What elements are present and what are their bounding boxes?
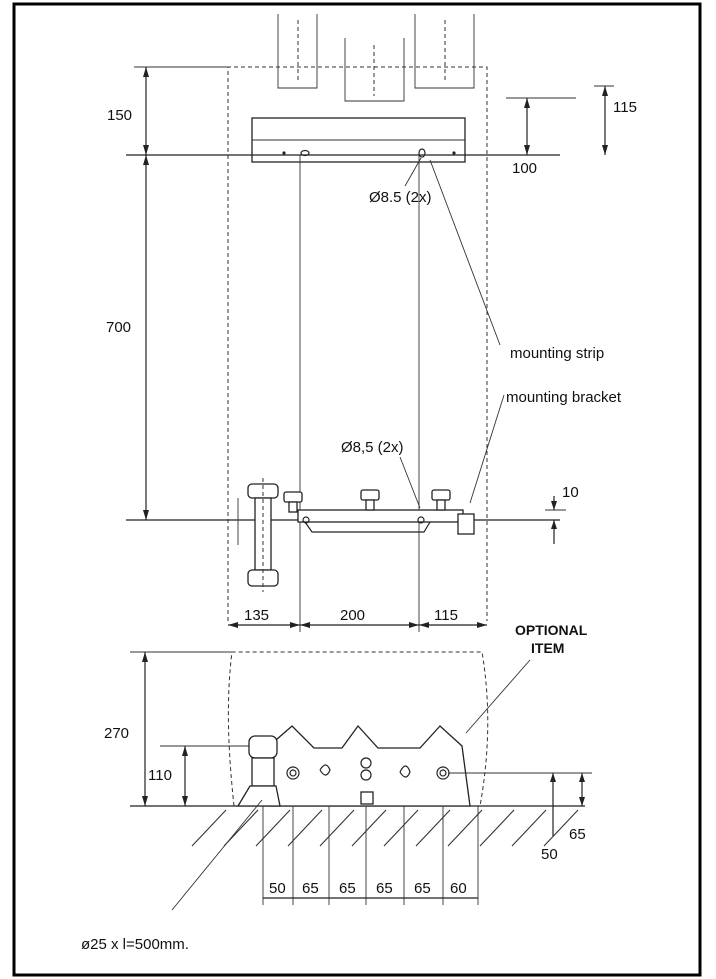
dim-b4: 65 [376,880,393,897]
dim-strip-to-hole: 100 [512,160,537,177]
dim-strip-offset: 115 [613,99,637,116]
dim-h-mid: 200 [340,607,365,624]
top-stub-left [277,14,318,89]
dim-b1: 50 [269,880,286,897]
valve-nut [283,491,303,503]
top-stub-right [414,14,475,89]
valve-nut [431,489,451,501]
profile-fitting [286,766,300,780]
dim-depth: 270 [104,725,129,742]
label-optional-2: ITEM [531,640,564,656]
leader-pipe-note [171,799,263,911]
label-pipe-note: ø25 x l=500mm. [81,936,189,953]
label-strip-hole: Ø8.5 (2x) [369,189,432,206]
profile-nut [360,791,374,805]
page-border [12,2,702,977]
valve-stem [365,499,375,511]
leader-mounting-bracket [469,394,505,504]
wall-hatching [191,809,579,847]
valve-stem [288,501,298,513]
leader-bracket-hole [399,456,421,509]
dim-h-left: 135 [244,607,269,624]
dim-top-clearance: 150 [107,107,132,124]
dim-vertical-spacing: 700 [106,319,131,336]
profile-fitting [360,757,372,769]
top-stub-middle [344,38,405,102]
bottom-dim-extensions [262,806,479,905]
bracket-hole-left [302,516,310,524]
side-pipe-cap [248,735,278,759]
profile-slot [319,764,331,776]
dim-right-65: 65 [569,826,586,843]
leader-optional-item [465,659,531,734]
appliance-depth-outline [227,651,489,807]
dim-bracket-offset: 10 [562,484,579,501]
dim-b5: 65 [414,880,431,897]
dim-h-right: 115 [434,607,458,624]
dim-b6: 60 [450,880,467,897]
bracket-lower-edge [304,521,431,533]
strip-dot [282,151,286,155]
side-pipe-base [236,785,281,807]
bracket-profile [267,724,471,807]
leader-mounting-strip [429,159,501,346]
appliance-outline [227,66,488,621]
profile-slot [399,765,411,778]
label-optional-1: OPTIONAL [515,622,588,638]
dim-pipe-height: 110 [148,767,172,784]
mounting-bracket [297,509,464,523]
strip-dot [452,151,456,155]
label-mounting-strip: mounting strip [510,345,604,362]
label-mounting-bracket: mounting bracket [506,389,622,406]
valve-stem [436,499,446,511]
label-bracket-hole: Ø8,5 (2x) [341,439,404,456]
optional-clip [457,513,475,535]
leader-strip-hole [404,157,422,187]
strip-hole-right [418,148,426,158]
dim-b2: 65 [302,880,319,897]
dim-b3: 65 [339,880,356,897]
valve-nut [360,489,380,501]
dim-right-50: 50 [541,846,558,863]
bracket-hole-right [417,516,425,524]
side-pipe-body [251,757,275,787]
